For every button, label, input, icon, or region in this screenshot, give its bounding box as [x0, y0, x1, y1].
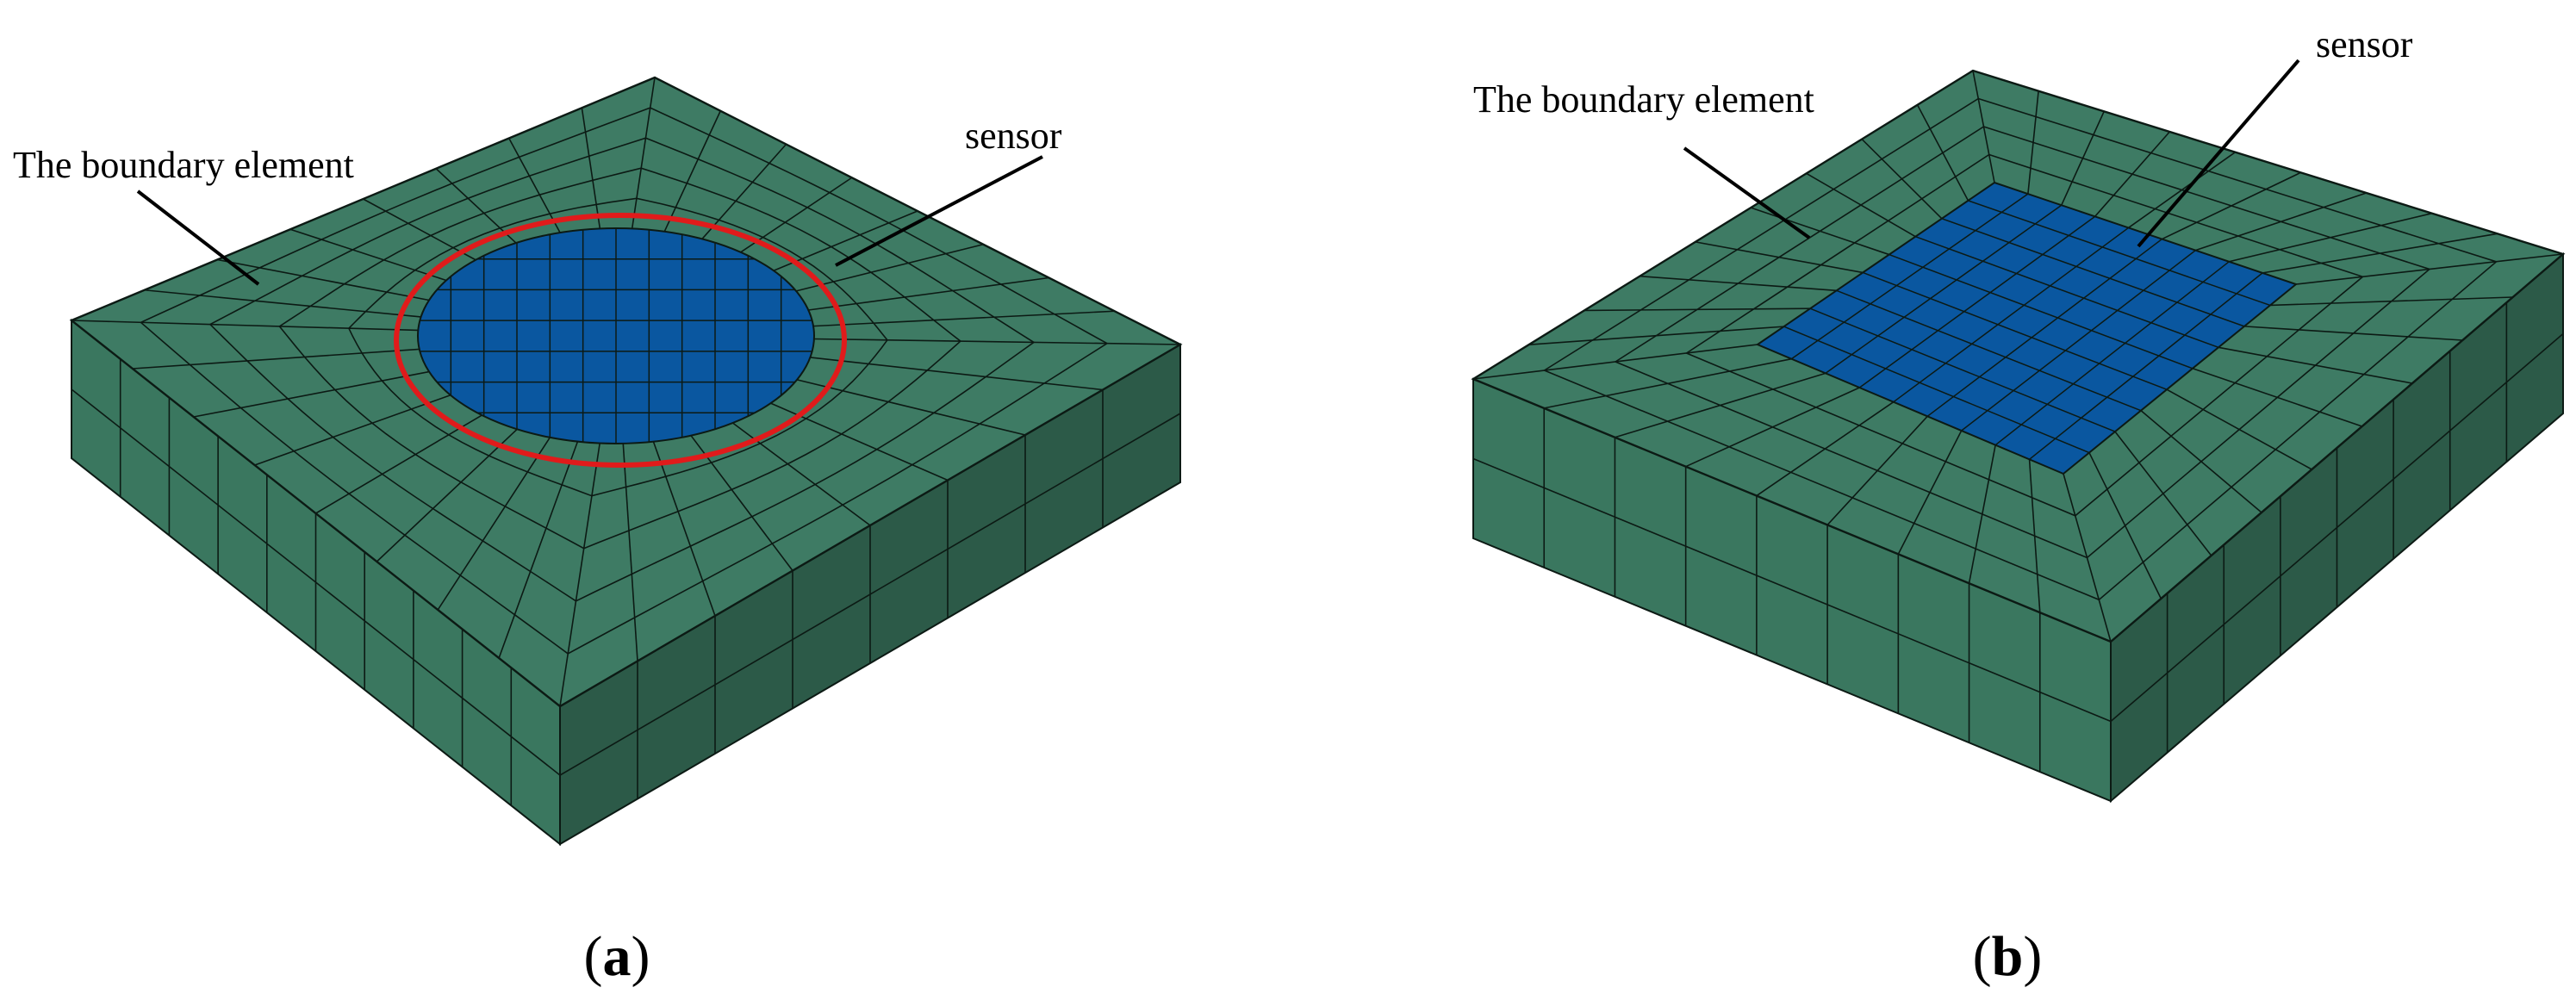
panel-b-sensor-leader — [2137, 59, 2300, 248]
top-mesh-lines — [1472, 70, 2564, 643]
panel-a-caption: (a) — [584, 925, 650, 988]
panel-a-boundary-label: The boundary element — [13, 144, 354, 186]
slab-side-grid — [71, 358, 1181, 806]
panel-b-boundary-leader — [1683, 146, 1811, 239]
slab-side-grid — [1472, 302, 2564, 773]
panel-b-boundary-label: The boundary element — [1473, 78, 1814, 121]
panel-a-sensor-leader — [835, 155, 1043, 267]
panel-b-sensor-label: sensor — [2316, 23, 2413, 65]
highlight-ring — [394, 213, 847, 468]
panel-b-annotations: The boundary element sensor (b) — [1473, 23, 2413, 988]
top-mesh-lines — [71, 77, 1181, 707]
panel-a-mesh-model — [69, 76, 1183, 847]
panel-b-caption: (b) — [1973, 925, 2043, 988]
panel-a-annotations: The boundary element sensor (a) — [13, 115, 1062, 988]
panel-b-mesh-model — [1471, 69, 2566, 804]
panel-a-boundary-leader — [136, 189, 260, 286]
sensor-mesh-lines — [420, 228, 812, 444]
sensor-mesh-lines — [1783, 193, 2271, 460]
panel-a-sensor-label: sensor — [965, 115, 1062, 157]
